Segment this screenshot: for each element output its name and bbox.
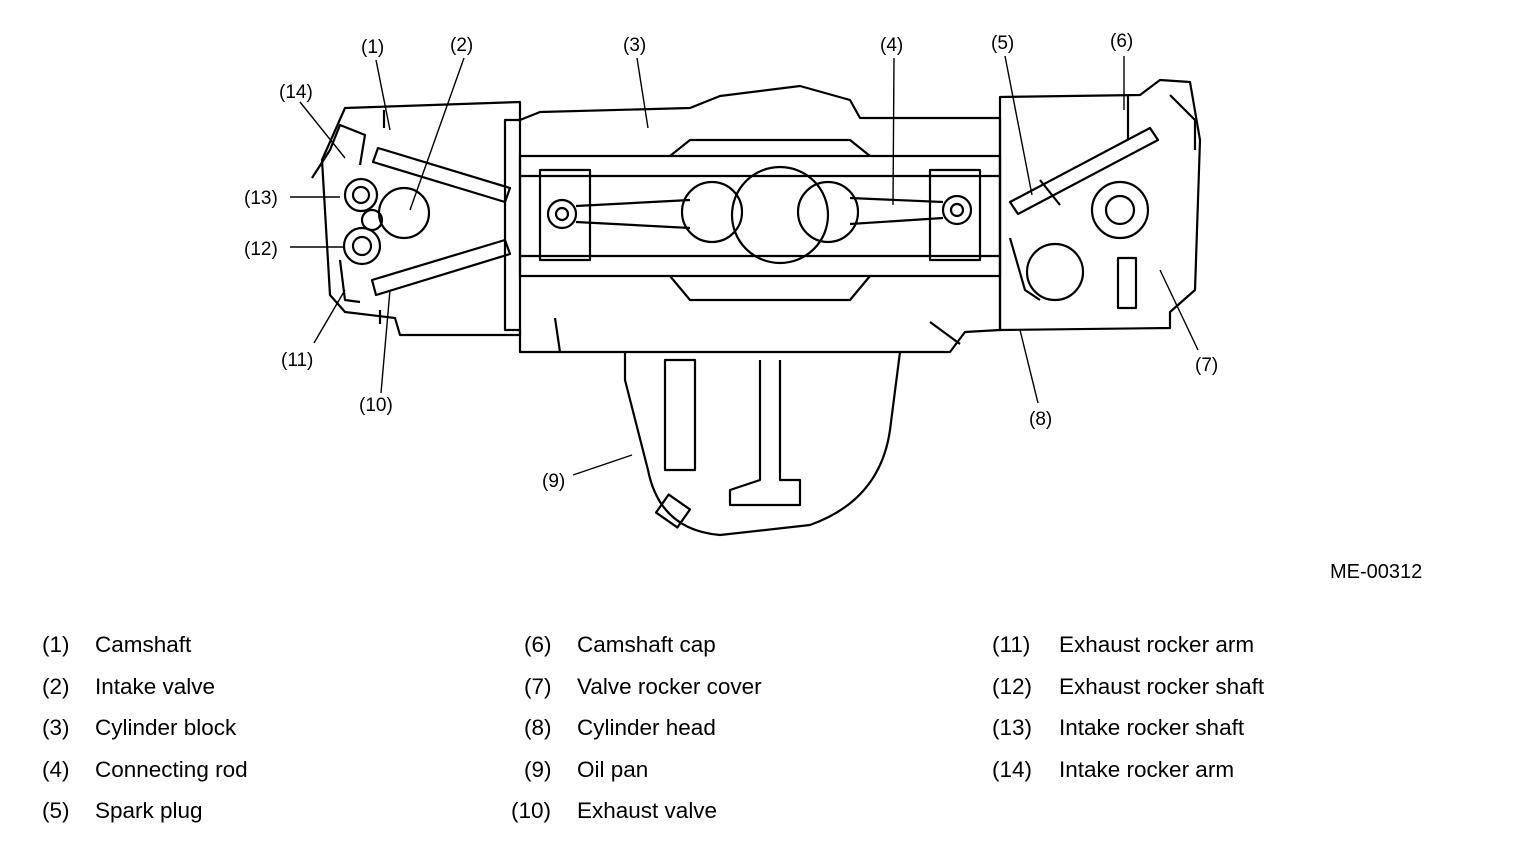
legend-label: Connecting rod	[95, 756, 248, 782]
legend-label: Valve rocker cover	[577, 673, 762, 699]
callout-10: (10)	[359, 395, 393, 416]
legend-label: Oil pan	[577, 756, 649, 782]
callout-2: (2)	[450, 35, 473, 56]
legend-number: (9)	[524, 756, 552, 782]
legend-label: Cylinder block	[95, 715, 237, 741]
callout-6: (6)	[1110, 31, 1133, 52]
callout-5: (5)	[991, 33, 1014, 54]
legend-number: (11)	[992, 632, 1031, 657]
callout-11: (11)	[281, 350, 313, 371]
legend-label: Camshaft cap	[577, 632, 716, 657]
legend-number: (13)	[992, 715, 1033, 741]
callout-14: (14)	[279, 82, 313, 103]
legend-number: (7)	[524, 673, 552, 699]
legend-number: (14)	[992, 756, 1033, 782]
callout-7: (7)	[1195, 355, 1218, 376]
engine-cross-section-diagram: (1) (2) (3) (4) (5) (6) (7) (8) (9) (10)…	[244, 31, 1218, 537]
callout-8: (8)	[1029, 409, 1052, 430]
callout-labels: (1) (2) (3) (4) (5) (6) (7) (8) (9) (10)…	[244, 31, 1218, 492]
legend-number: (4)	[42, 756, 70, 782]
legend-label: Intake rocker shaft	[1059, 715, 1245, 741]
legend-number: (8)	[524, 715, 552, 741]
callout-1: (1)	[361, 37, 384, 58]
callout-9: (9)	[542, 471, 565, 492]
legend-number: (2)	[42, 673, 70, 699]
legend-number: (6)	[524, 632, 552, 657]
oil-pan-drawing	[553, 317, 961, 537]
callout-12: (12)	[244, 239, 278, 260]
connecting-rod-drawing	[538, 168, 982, 262]
legend-label: Intake rocker arm	[1059, 756, 1235, 782]
left-cylinder-head-drawing	[311, 100, 522, 337]
legend-label: Spark plug	[95, 798, 203, 824]
right-cylinder-head-drawing	[998, 78, 1202, 332]
legend-label: Exhaust rocker shaft	[1059, 673, 1265, 699]
legend-number: (3)	[42, 715, 70, 741]
legend-number: (10)	[511, 798, 552, 824]
legend-label: Exhaust valve	[577, 798, 718, 824]
callout-13: (13)	[244, 188, 278, 209]
legend-label: Exhaust rocker arm	[1059, 632, 1255, 657]
leader-lines	[290, 55, 1199, 476]
legend-number: (5)	[42, 798, 70, 824]
legend-label: Camshaft	[95, 632, 192, 657]
figure-code: ME-00312	[1330, 561, 1423, 583]
legend-label: Cylinder head	[577, 715, 716, 741]
legend-number: (1)	[42, 632, 70, 657]
callout-3: (3)	[623, 35, 646, 56]
callout-4: (4)	[880, 35, 903, 56]
parts-legend: (1) Camshaft (2) Intake valve (3) Cylinder …	[0, 632, 1536, 842]
legend-label: Intake valve	[95, 673, 216, 699]
legend-number: (12)	[992, 673, 1033, 699]
